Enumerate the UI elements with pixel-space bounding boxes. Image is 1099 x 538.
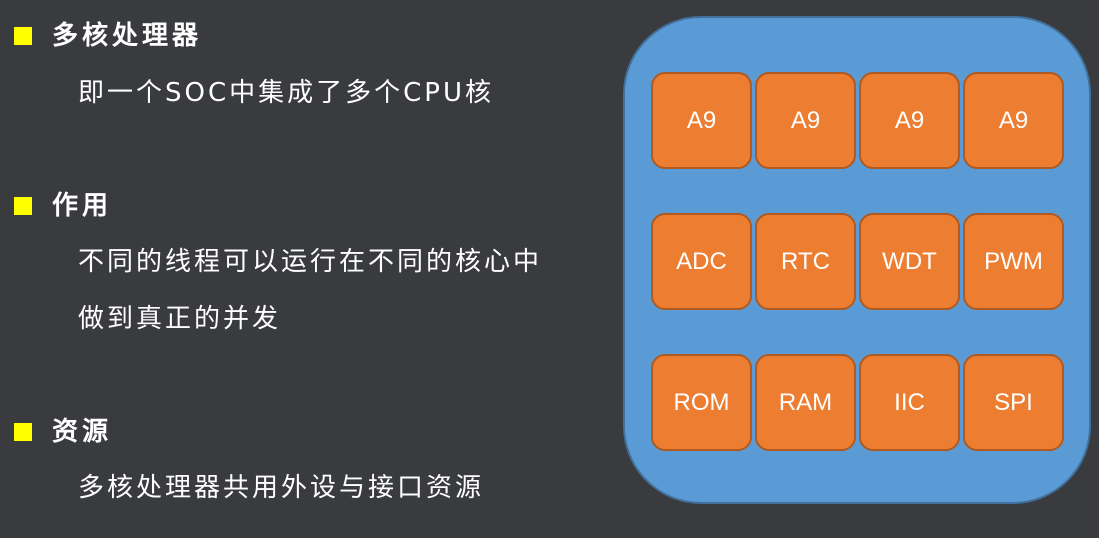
section-heading-2: 作用: [52, 191, 113, 221]
cpu-core-block-1: A9: [651, 72, 752, 169]
section-2-line-1: 不同的线程可以运行在不同的核心中: [78, 247, 543, 277]
adc-block: ADC: [651, 213, 752, 310]
rtc-block: RTC: [755, 213, 856, 310]
section-heading-1: 多核处理器: [52, 21, 203, 51]
cpu-core-block-3: A9: [859, 72, 960, 169]
rom-block: ROM: [651, 354, 752, 451]
section-heading-3: 资源: [52, 417, 113, 447]
iic-block: IIC: [859, 354, 960, 451]
bullet-marker-1: [14, 27, 32, 45]
bullet-marker-2: [14, 197, 32, 215]
cpu-core-block-2: A9: [755, 72, 856, 169]
bullet-marker-3: [14, 423, 32, 441]
spi-block: SPI: [963, 354, 1064, 451]
section-1-line-1: 即一个SOC中集成了多个CPU核: [78, 78, 494, 108]
ram-block: RAM: [755, 354, 856, 451]
pwm-block: PWM: [963, 213, 1064, 310]
soc-chip-container: A9 A9 A9 A9 ADC RTC WDT PWM ROM RAM IIC …: [623, 16, 1091, 504]
section-2-line-2: 做到真正的并发: [78, 304, 282, 334]
cpu-core-block-4: A9: [963, 72, 1064, 169]
section-3-line-1: 多核处理器共用外设与接口资源: [78, 473, 485, 503]
wdt-block: WDT: [859, 213, 960, 310]
